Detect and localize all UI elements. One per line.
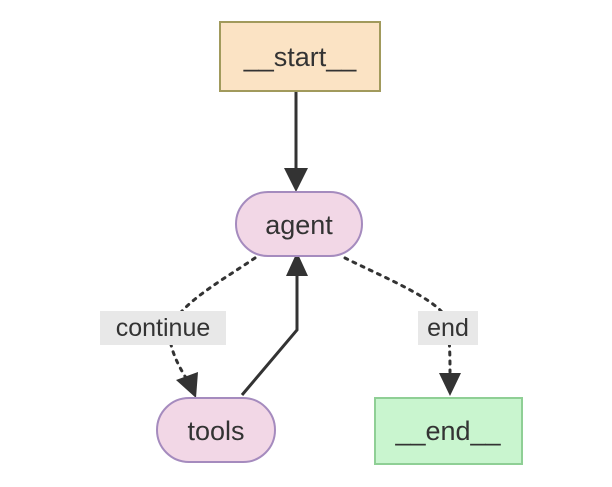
arrowhead-agent-to-end-icon: [439, 373, 461, 396]
edge-tools-to-agent: [240, 252, 308, 396]
node-start[interactable]: __start__: [219, 21, 381, 92]
arrowhead-tools-to-agent-icon: [286, 252, 308, 276]
edge-start-to-agent: [284, 92, 308, 192]
node-end[interactable]: __end__: [374, 397, 523, 465]
edge-agent-to-end: [343, 256, 461, 396]
node-agent-label: agent: [265, 210, 333, 240]
node-agent[interactable]: agent: [235, 191, 363, 257]
edge-label-end-text: end: [427, 314, 469, 342]
node-end-label: __end__: [394, 416, 501, 446]
node-start-label: __start__: [243, 42, 358, 72]
edge-label-continue-text: continue: [116, 314, 211, 342]
node-tools-label: tools: [187, 416, 244, 446]
edge-label-continue: continue: [100, 311, 226, 345]
arrowhead-agent-to-tools-icon: [176, 372, 198, 398]
edge-label-end: end: [418, 311, 478, 345]
arrowhead-start-to-agent-icon: [284, 168, 308, 192]
node-tools[interactable]: tools: [156, 397, 276, 463]
